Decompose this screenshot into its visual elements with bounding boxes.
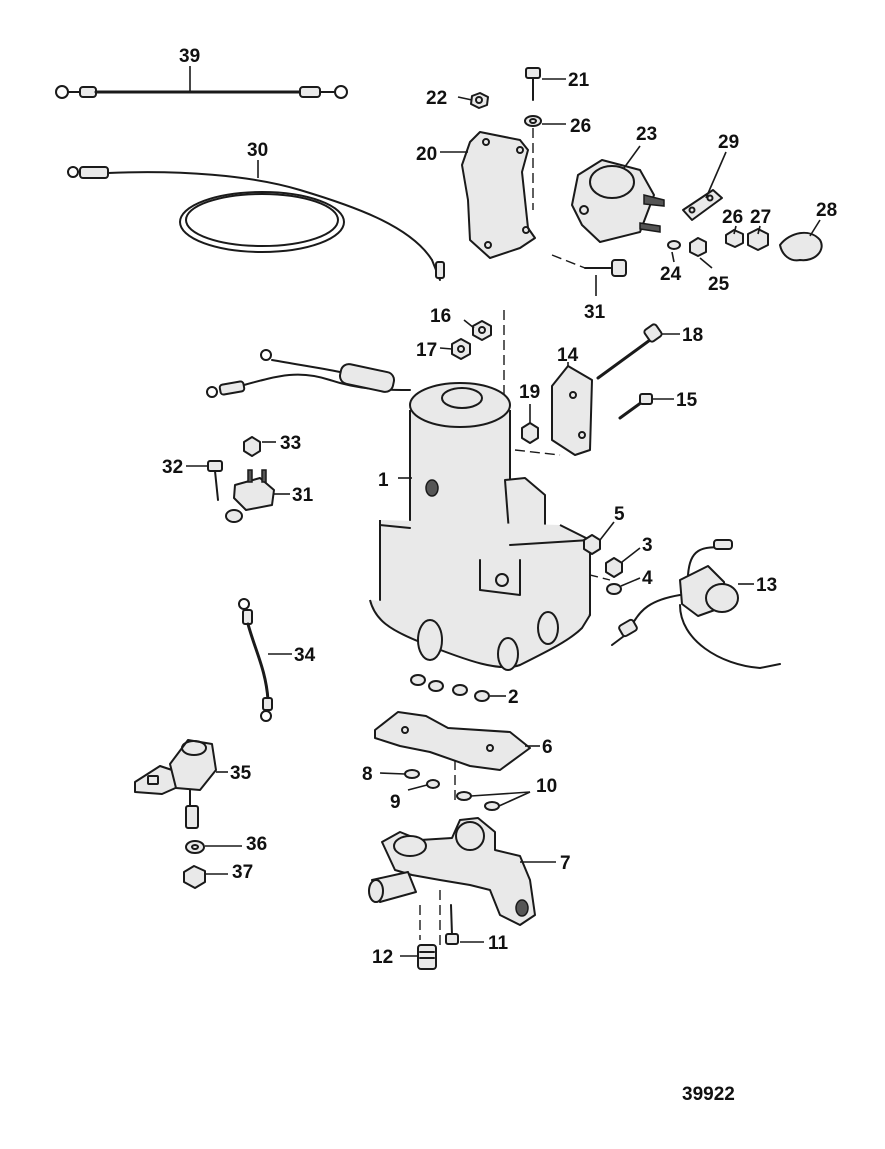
callout-17: 17 — [416, 340, 437, 361]
part-5-nut — [583, 534, 601, 555]
callout-11: 11 — [488, 933, 509, 954]
figure-number: 39922 — [682, 1084, 735, 1105]
part-24-washer — [667, 240, 681, 250]
part-13-switch — [611, 539, 781, 669]
part-22-nut — [470, 92, 489, 109]
part-23-solenoid — [571, 159, 665, 243]
part-2-washers — [410, 674, 490, 702]
callout-10: 10 — [536, 776, 557, 797]
part-34-nut — [243, 436, 261, 457]
part-31-coiled-wire — [67, 166, 445, 281]
part-30-strap — [682, 189, 723, 221]
part-38-nut — [183, 865, 206, 889]
part-9-oring — [426, 779, 440, 789]
callout-37: 36 — [246, 834, 267, 855]
callout-35: 34 — [294, 645, 316, 666]
callout-6: 6 — [542, 737, 553, 758]
callout-15: 15 — [676, 390, 698, 411]
part-32-relay — [225, 469, 275, 523]
callout-28: 28 — [816, 200, 837, 221]
part-1-pump-motor — [409, 382, 546, 558]
callout-36: 35 — [230, 763, 252, 784]
part-8-oring — [404, 769, 420, 779]
part-19-nut — [521, 422, 539, 444]
callout-21: 21 — [568, 70, 590, 91]
part-26-washer-top — [524, 115, 542, 127]
part-4-washer — [606, 583, 622, 595]
callout-24: 24 — [660, 264, 682, 285]
part-21-screw — [525, 67, 541, 101]
part-11-screw — [445, 904, 459, 945]
callout-1: 1 — [378, 470, 389, 491]
callout-2: 2 — [508, 687, 519, 708]
part-20-bracket — [461, 131, 536, 259]
part-14-mounting-plate — [551, 365, 593, 456]
part-3-nut — [605, 557, 623, 578]
part-28-boot — [779, 231, 823, 262]
callout-31: 30 — [247, 140, 268, 161]
callout-19: 19 — [519, 382, 540, 403]
part-36-terminal-block — [134, 739, 217, 829]
callout-22: 22 — [426, 88, 447, 109]
part-18-long-bolt — [596, 323, 663, 380]
part-15-screw — [618, 393, 653, 420]
callout-30: 29 — [718, 132, 739, 153]
callout-26-top: 26 — [570, 116, 591, 137]
callout-27: 27 — [750, 207, 771, 228]
callout-23: 23 — [636, 124, 657, 145]
callout-4: 4 — [642, 568, 653, 589]
part-27-nut — [747, 228, 769, 251]
part-33-screw — [207, 460, 223, 501]
part-35-short-cable — [238, 598, 273, 722]
callout-32: 31 — [292, 485, 314, 506]
callout-9: 9 — [390, 792, 401, 813]
callouts: 39 30 22 21 26 20 23 29 26 27 28 24 25 3… — [162, 46, 837, 968]
callout-5: 5 — [614, 504, 625, 525]
part-25-nut — [689, 237, 707, 257]
callout-20: 20 — [416, 144, 437, 165]
callout-26-right: 26 — [722, 207, 743, 228]
callout-7: 7 — [560, 853, 571, 874]
part-29-bolt — [584, 259, 627, 277]
pump-reservoir — [369, 520, 591, 671]
callout-29: 31 — [584, 302, 606, 323]
callout-14: 14 — [557, 345, 579, 366]
callout-3: 3 — [642, 535, 653, 556]
callout-18: 18 — [682, 325, 703, 346]
part-12-plug — [417, 944, 437, 970]
callout-12: 12 — [372, 947, 393, 968]
callout-38: 37 — [232, 862, 253, 883]
callout-34: 33 — [280, 433, 301, 454]
part-26-nut-right — [725, 229, 744, 248]
part-37-washer — [185, 840, 205, 854]
callout-8: 8 — [362, 764, 373, 785]
part-16-nut — [472, 320, 492, 341]
motor-wire-harness — [206, 349, 411, 398]
callout-25: 25 — [708, 274, 730, 295]
callout-16: 16 — [430, 306, 451, 327]
part-17-nut — [451, 338, 471, 360]
part-39-cable-short — [55, 85, 348, 99]
part-7-manifold — [368, 817, 536, 926]
callout-13: 13 — [756, 575, 777, 596]
callout-33: 32 — [162, 457, 183, 478]
callout-39: 39 — [179, 46, 200, 67]
part-6-gasket — [374, 711, 531, 771]
